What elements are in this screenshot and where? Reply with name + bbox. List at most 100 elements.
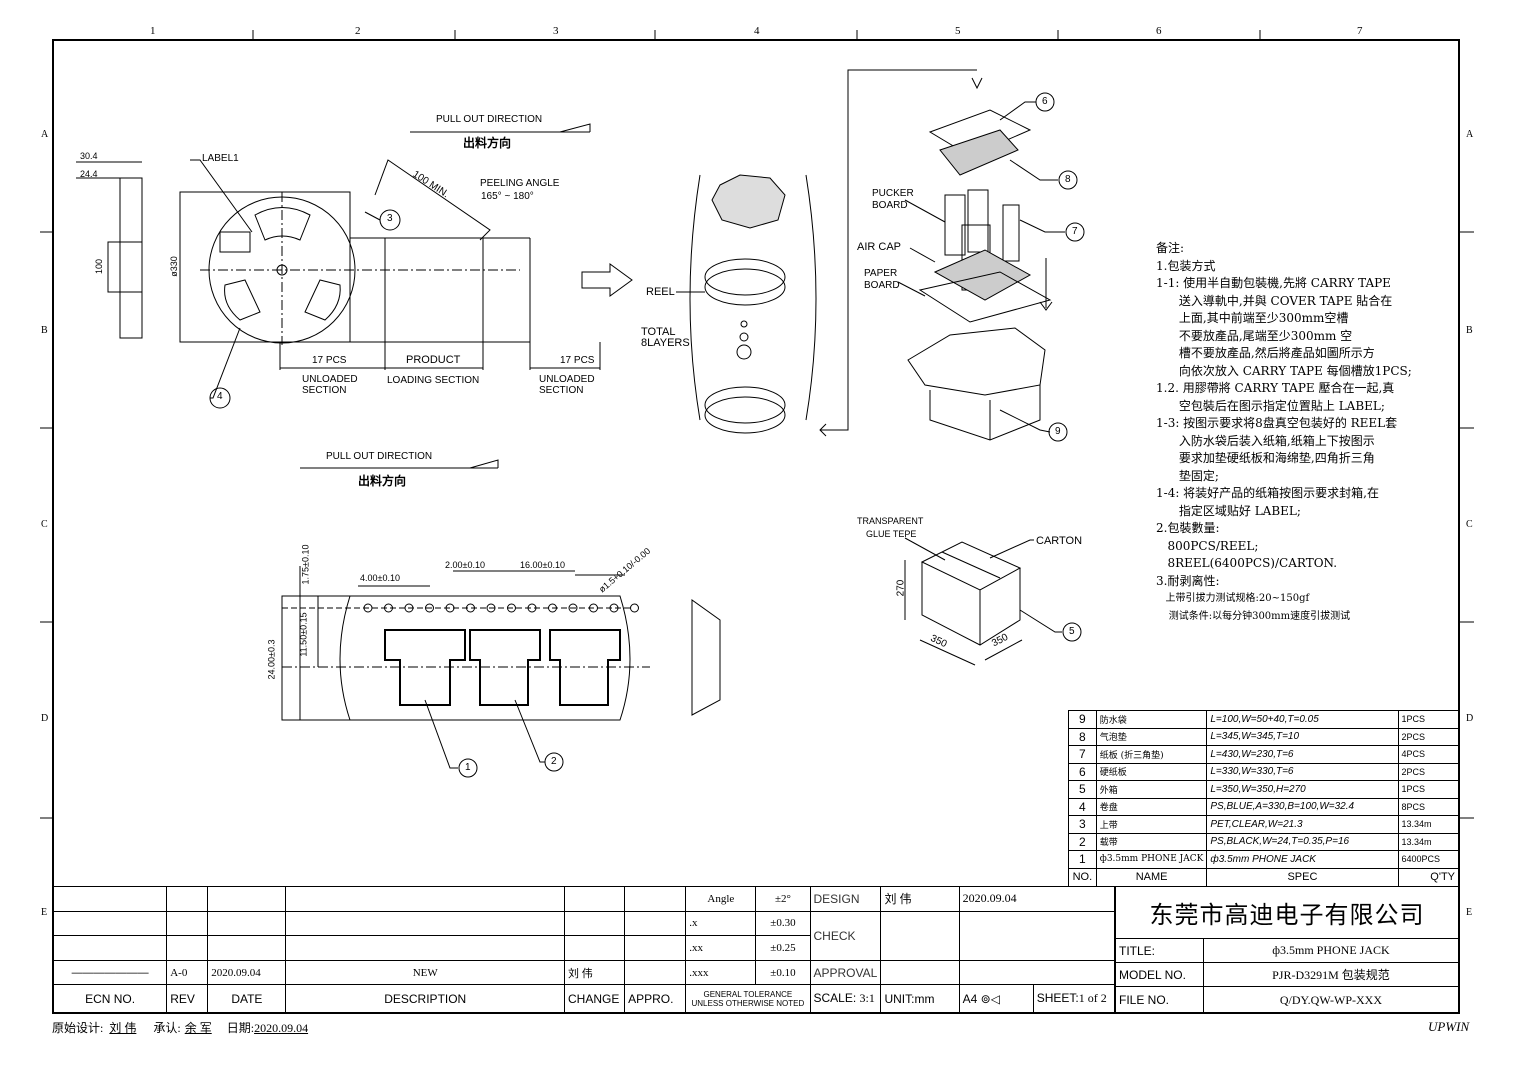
dim-pitch-4: 4.00±0.10	[360, 573, 400, 583]
col-2: 2	[355, 25, 361, 37]
bom-cell-spec: ф3.5mm PHONE JACK	[1206, 850, 1399, 869]
col-5: 5	[955, 25, 961, 37]
tol-x-value: ±0.30	[755, 910, 811, 937]
balloon-2: 2	[551, 756, 557, 767]
row-b-left: B	[41, 325, 48, 336]
description-header: DESCRIPTION	[285, 984, 566, 1013]
brand-mark: UPWIN	[1428, 1019, 1470, 1034]
bom-cell-name: 载带	[1095, 832, 1208, 851]
pull-out-direction-en: PULL OUT DIRECTION	[436, 114, 543, 125]
bom-cell-no: 2	[1068, 832, 1097, 851]
balloon-8: 8	[1065, 174, 1071, 185]
bom-cell-qty: 2PCS	[1397, 762, 1460, 781]
date-value: 2020.09.04	[254, 1021, 309, 1035]
bom-cell-qty: 1PCS	[1397, 780, 1460, 799]
date-header: DATE	[207, 984, 287, 1013]
appro-header: APPRO.	[624, 984, 687, 1013]
pcs-right: 17 PCS	[560, 355, 595, 366]
note-line: 上面,其中前端至少300mm空槽	[1156, 311, 1349, 325]
tol-xxx-value: ±0.10	[755, 959, 811, 986]
sprocket-hole	[404, 603, 414, 613]
note-line: 向依次放入 CARRY TAPE 每個槽放1PCS;	[1156, 363, 1412, 378]
bom-cell-name: 外箱	[1095, 780, 1208, 799]
bom-cell-spec: L=430,W=230,T=6	[1206, 745, 1399, 764]
col-1: 1	[150, 25, 156, 37]
sprocket-hole	[548, 603, 557, 613]
ecn-header: ECN NO.	[52, 984, 168, 1013]
peeling-angle-label: PEELING ANGLE	[480, 178, 560, 189]
title-label: TITLE:	[1115, 938, 1204, 963]
bom-cell-name: 卷盘	[1095, 797, 1208, 816]
bom-cell-qty: 1PCS	[1397, 710, 1460, 729]
row-e-left: E	[41, 907, 48, 918]
bom-cell-no: 7	[1068, 745, 1097, 764]
row-c-left: C	[41, 519, 48, 530]
col-3: 3	[553, 25, 559, 37]
balloon-9: 9	[1055, 426, 1061, 437]
bom-header-no: NO.	[1068, 867, 1097, 887]
bom-cell-spec: L=330,W=330,T=6	[1206, 762, 1399, 781]
bom-cell-qty: 4PCS	[1397, 745, 1460, 764]
bom-cell-spec: PET,CLEAR,W=21.3	[1206, 815, 1399, 834]
angle-tolerance: ±2°	[755, 886, 811, 912]
row-c-right: C	[1466, 519, 1473, 530]
sprocket-hole	[425, 603, 434, 613]
dim-11-50: 11.50±0.15	[298, 612, 309, 657]
note-line: 指定区域贴好 LABEL;	[1156, 503, 1301, 518]
dim-pitch-16: 16.00±0.10	[520, 560, 565, 570]
bom-header-spec: SPEC	[1206, 867, 1399, 887]
note-line: 上带引拔力测试规格:20~150gf	[1156, 593, 1310, 604]
balloon-3: 3	[387, 213, 393, 224]
rev-change: 刘 伟	[564, 959, 626, 986]
design-label: DESIGN	[809, 886, 882, 912]
label1-text: LABEL1	[202, 153, 239, 164]
peeling-angle-range: 165° ~ 180°	[481, 191, 534, 202]
note-line: 备注:	[1156, 241, 1185, 255]
bom-cell-spec: L=100,W=50+40,T=0.05	[1206, 710, 1399, 729]
bom-cell-no: 8	[1068, 727, 1097, 746]
change-header: CHANGE	[564, 984, 626, 1013]
bom-cell-qty: 6400PCS	[1397, 850, 1460, 869]
bom-cell-no: 6	[1068, 762, 1097, 781]
pull-out-direction-cn: 出料方向	[463, 136, 512, 150]
file-value: Q/DY.QW-WP-XXX	[1202, 986, 1460, 1014]
bom-cell-no: 1	[1068, 850, 1097, 869]
note-line: 垫固定;	[1156, 468, 1219, 483]
section-left: SECTION	[302, 385, 347, 396]
general-tolerance-1: GENERAL TOLERANCE	[703, 989, 793, 999]
pull-out-direction-2-en: PULL OUT DIRECTION	[326, 451, 433, 462]
note-line: 1-4: 将装好产品的纸箱按图示要求封箱,在	[1156, 486, 1379, 500]
paper-size: A4	[962, 991, 978, 1006]
sprocket-hole	[568, 603, 578, 613]
title-block-left: Angle ±2° DESIGN 刘 伟 2020.09.04 .x ±0.30…	[52, 886, 1116, 1013]
glue-label-1: TRANSPARENT	[857, 516, 924, 526]
bom-cell-qty: 13.34m	[1397, 815, 1460, 834]
file-label: FILE NO.	[1115, 986, 1204, 1014]
bom-cell-name: 纸板 (折三角垫)	[1095, 745, 1208, 764]
dim-30-4: 30.4	[80, 151, 98, 161]
product-label: PRODUCT	[406, 354, 461, 366]
unit-label: UNIT:mm	[880, 984, 960, 1013]
model-label: MODEL NO.	[1115, 962, 1204, 987]
glue-label-2: GLUE TEPE	[866, 529, 917, 539]
balloon-4: 4	[217, 391, 223, 402]
rev-date: 2020.09.04	[207, 959, 287, 986]
total-label: TOTAL	[641, 326, 676, 338]
rev-value: A-0	[166, 959, 209, 986]
rev-desc: NEW	[285, 959, 566, 986]
dim-24-4: 24.4	[80, 169, 98, 179]
col-6: 6	[1156, 25, 1162, 37]
tol-xx-value: ±0.25	[755, 935, 811, 961]
reel-label: REEL	[646, 286, 675, 298]
scale-label: SCALE:	[813, 991, 857, 1006]
